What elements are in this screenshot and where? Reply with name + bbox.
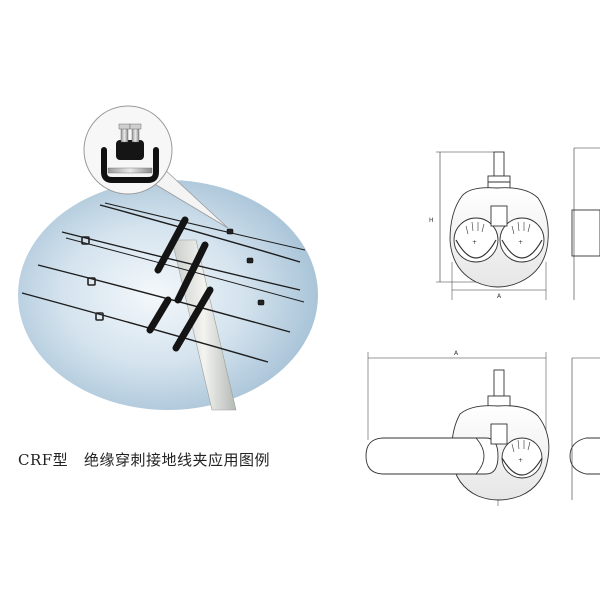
power-lines: [21, 202, 306, 363]
dimension-width-label: A: [497, 293, 502, 300]
svg-text:+: +: [518, 457, 523, 464]
clamp-closeup-icon: [101, 123, 159, 183]
sky-background: [18, 180, 318, 410]
dimension-height-label: H: [429, 217, 434, 224]
wire-clamp-markers: [81, 228, 265, 321]
caption-description: 绝缘穿刺接地线夹应用图例: [84, 451, 271, 469]
caption-model: CRF型: [18, 451, 69, 469]
application-illustration: [18, 105, 318, 411]
dimension-width-label-bottom: A: [454, 350, 459, 357]
technical-drawing-top: + +: [436, 147, 600, 300]
technical-drawing-bottom: +: [365, 352, 600, 506]
cross-arm: [146, 216, 214, 352]
svg-text:+: +: [518, 239, 523, 246]
svg-text:+: +: [472, 239, 477, 246]
figure-caption: CRF型 绝缘穿刺接地线夹应用图例: [18, 449, 270, 470]
